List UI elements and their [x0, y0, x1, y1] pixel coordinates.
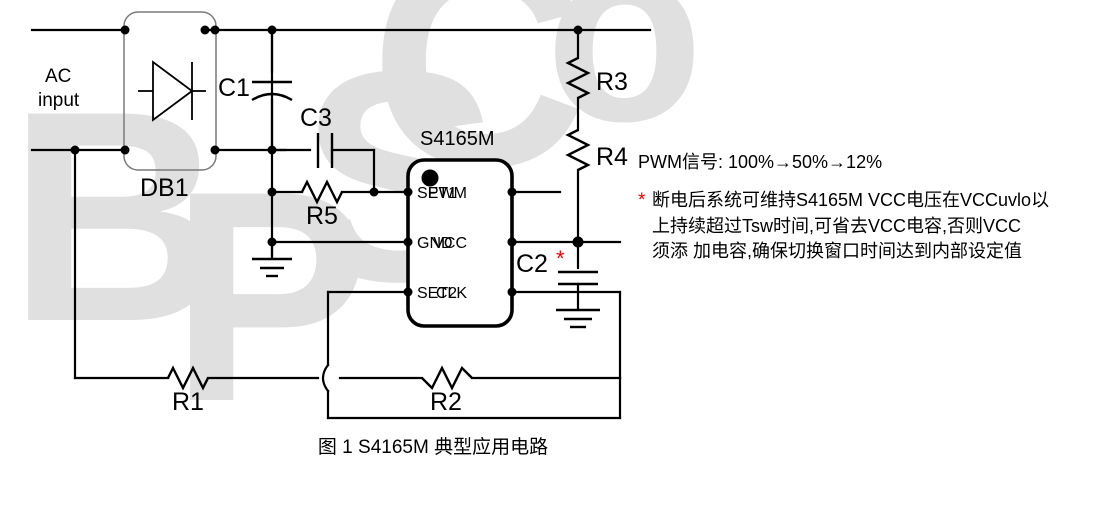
c2-ref-label: C2 [516, 250, 548, 278]
footnote-asterisk: * [638, 190, 646, 211]
ic-pin-label-gnd: GND [417, 235, 453, 252]
capacitor-c3: C3 [270, 104, 376, 194]
ac-input-label: AC input [38, 66, 80, 111]
r4-ref-label: R4 [596, 143, 628, 171]
ic-pin-label-clk: CLK [436, 285, 467, 302]
c3-ref-label: C3 [300, 104, 332, 132]
ground-symbol-left [252, 240, 410, 278]
set2-net [321, 290, 622, 420]
c2-asterisk-marker: * [556, 246, 565, 271]
bridge-rectifier-db1: DB1 [120, 11, 220, 202]
ac-input-wires [30, 28, 127, 380]
r5-zigzag [300, 179, 344, 205]
clk-net: R2 [338, 290, 622, 416]
r1-net: R1 [73, 365, 320, 416]
figure-caption-row: 图 1 S4165M 典型应用电路 [0, 432, 1120, 459]
c1-ref-label: C1 [218, 74, 250, 102]
junction-set1-node [369, 187, 379, 197]
ic-pin-label-set2: SET2 [417, 285, 457, 302]
figure-caption: 图 1 S4165M 典型应用电路 [317, 437, 549, 458]
ic-pin-label-set1: SET1 [417, 185, 457, 202]
divider-r3-r4: R3 R4 [565, 28, 628, 244]
r2-zigzag [421, 365, 473, 391]
vcc-net: C2 * [507, 236, 622, 329]
watermark: B P S C o [8, 0, 704, 464]
note-pwm-signal: PWM信号: 100%→50%→12% [638, 152, 883, 172]
ic-part-number: S4165M [420, 128, 495, 150]
ic-s4165m: S4165M SET1 GND SET2 PWM VCC CLK [403, 128, 517, 328]
note-footnote-row: * 断电后系统可维持S4165M VCC电压在VCCuvlo以 上持续超过Tsw… [638, 188, 1120, 265]
r1-ref-label: R1 [172, 388, 204, 416]
ac-label-line1: AC [45, 66, 71, 87]
junction-vcc-pin [507, 237, 517, 247]
db1-terminal-ac2 [120, 145, 130, 155]
footnote-line-3: 须添 加电容,确保切换窗口时间达到内部设定值 [652, 241, 1022, 262]
ac-label-line2: input [38, 90, 80, 111]
capacitor-c1: C1 [218, 28, 293, 152]
db1-terminal-ac1 [120, 25, 130, 35]
r5-ref-label: R5 [306, 202, 338, 230]
resistor-r5: R5 [270, 179, 410, 230]
junction-ac-neutral [70, 145, 80, 155]
ic-pin-label-vcc: VCC [433, 235, 467, 252]
ic-pin-label-pwm: PWM [428, 185, 467, 202]
r4-zigzag [565, 128, 591, 172]
r2-ref-label: R2 [430, 388, 462, 416]
watermark-letter-p: P [170, 128, 370, 464]
wire-crossover-hop [321, 363, 330, 393]
db1-ref-label: DB1 [140, 174, 189, 202]
ic-pin-gnd-dot [403, 237, 413, 247]
c1-plate-bottom-curved [251, 92, 293, 102]
ic-pin-set1-dot [403, 187, 413, 197]
ic-pin1-marker-dot [421, 169, 439, 187]
notes-block: PWM信号: 100%→50%→12% * 断电后系统可维持S4165M VCC… [638, 148, 1120, 265]
watermark-letter-b: B [8, 48, 225, 384]
footnote-line-1: 断电后系统可维持S4165M VCC电压在VCCuvlo以 [652, 190, 1050, 210]
footnote-line-2: 上持续超过Tsw时间,可省去VCC电容,否则VCC [652, 215, 1022, 236]
note-footnote-lines: 断电后系统可维持S4165M VCC电压在VCCuvlo以 上持续超过Tsw时间… [652, 188, 1120, 265]
r3-ref-label: R3 [596, 68, 628, 96]
junction-rail-c1 [200, 25, 210, 35]
r3-zigzag [565, 56, 591, 100]
r1-zigzag [166, 365, 210, 391]
db1-outline [123, 11, 217, 171]
